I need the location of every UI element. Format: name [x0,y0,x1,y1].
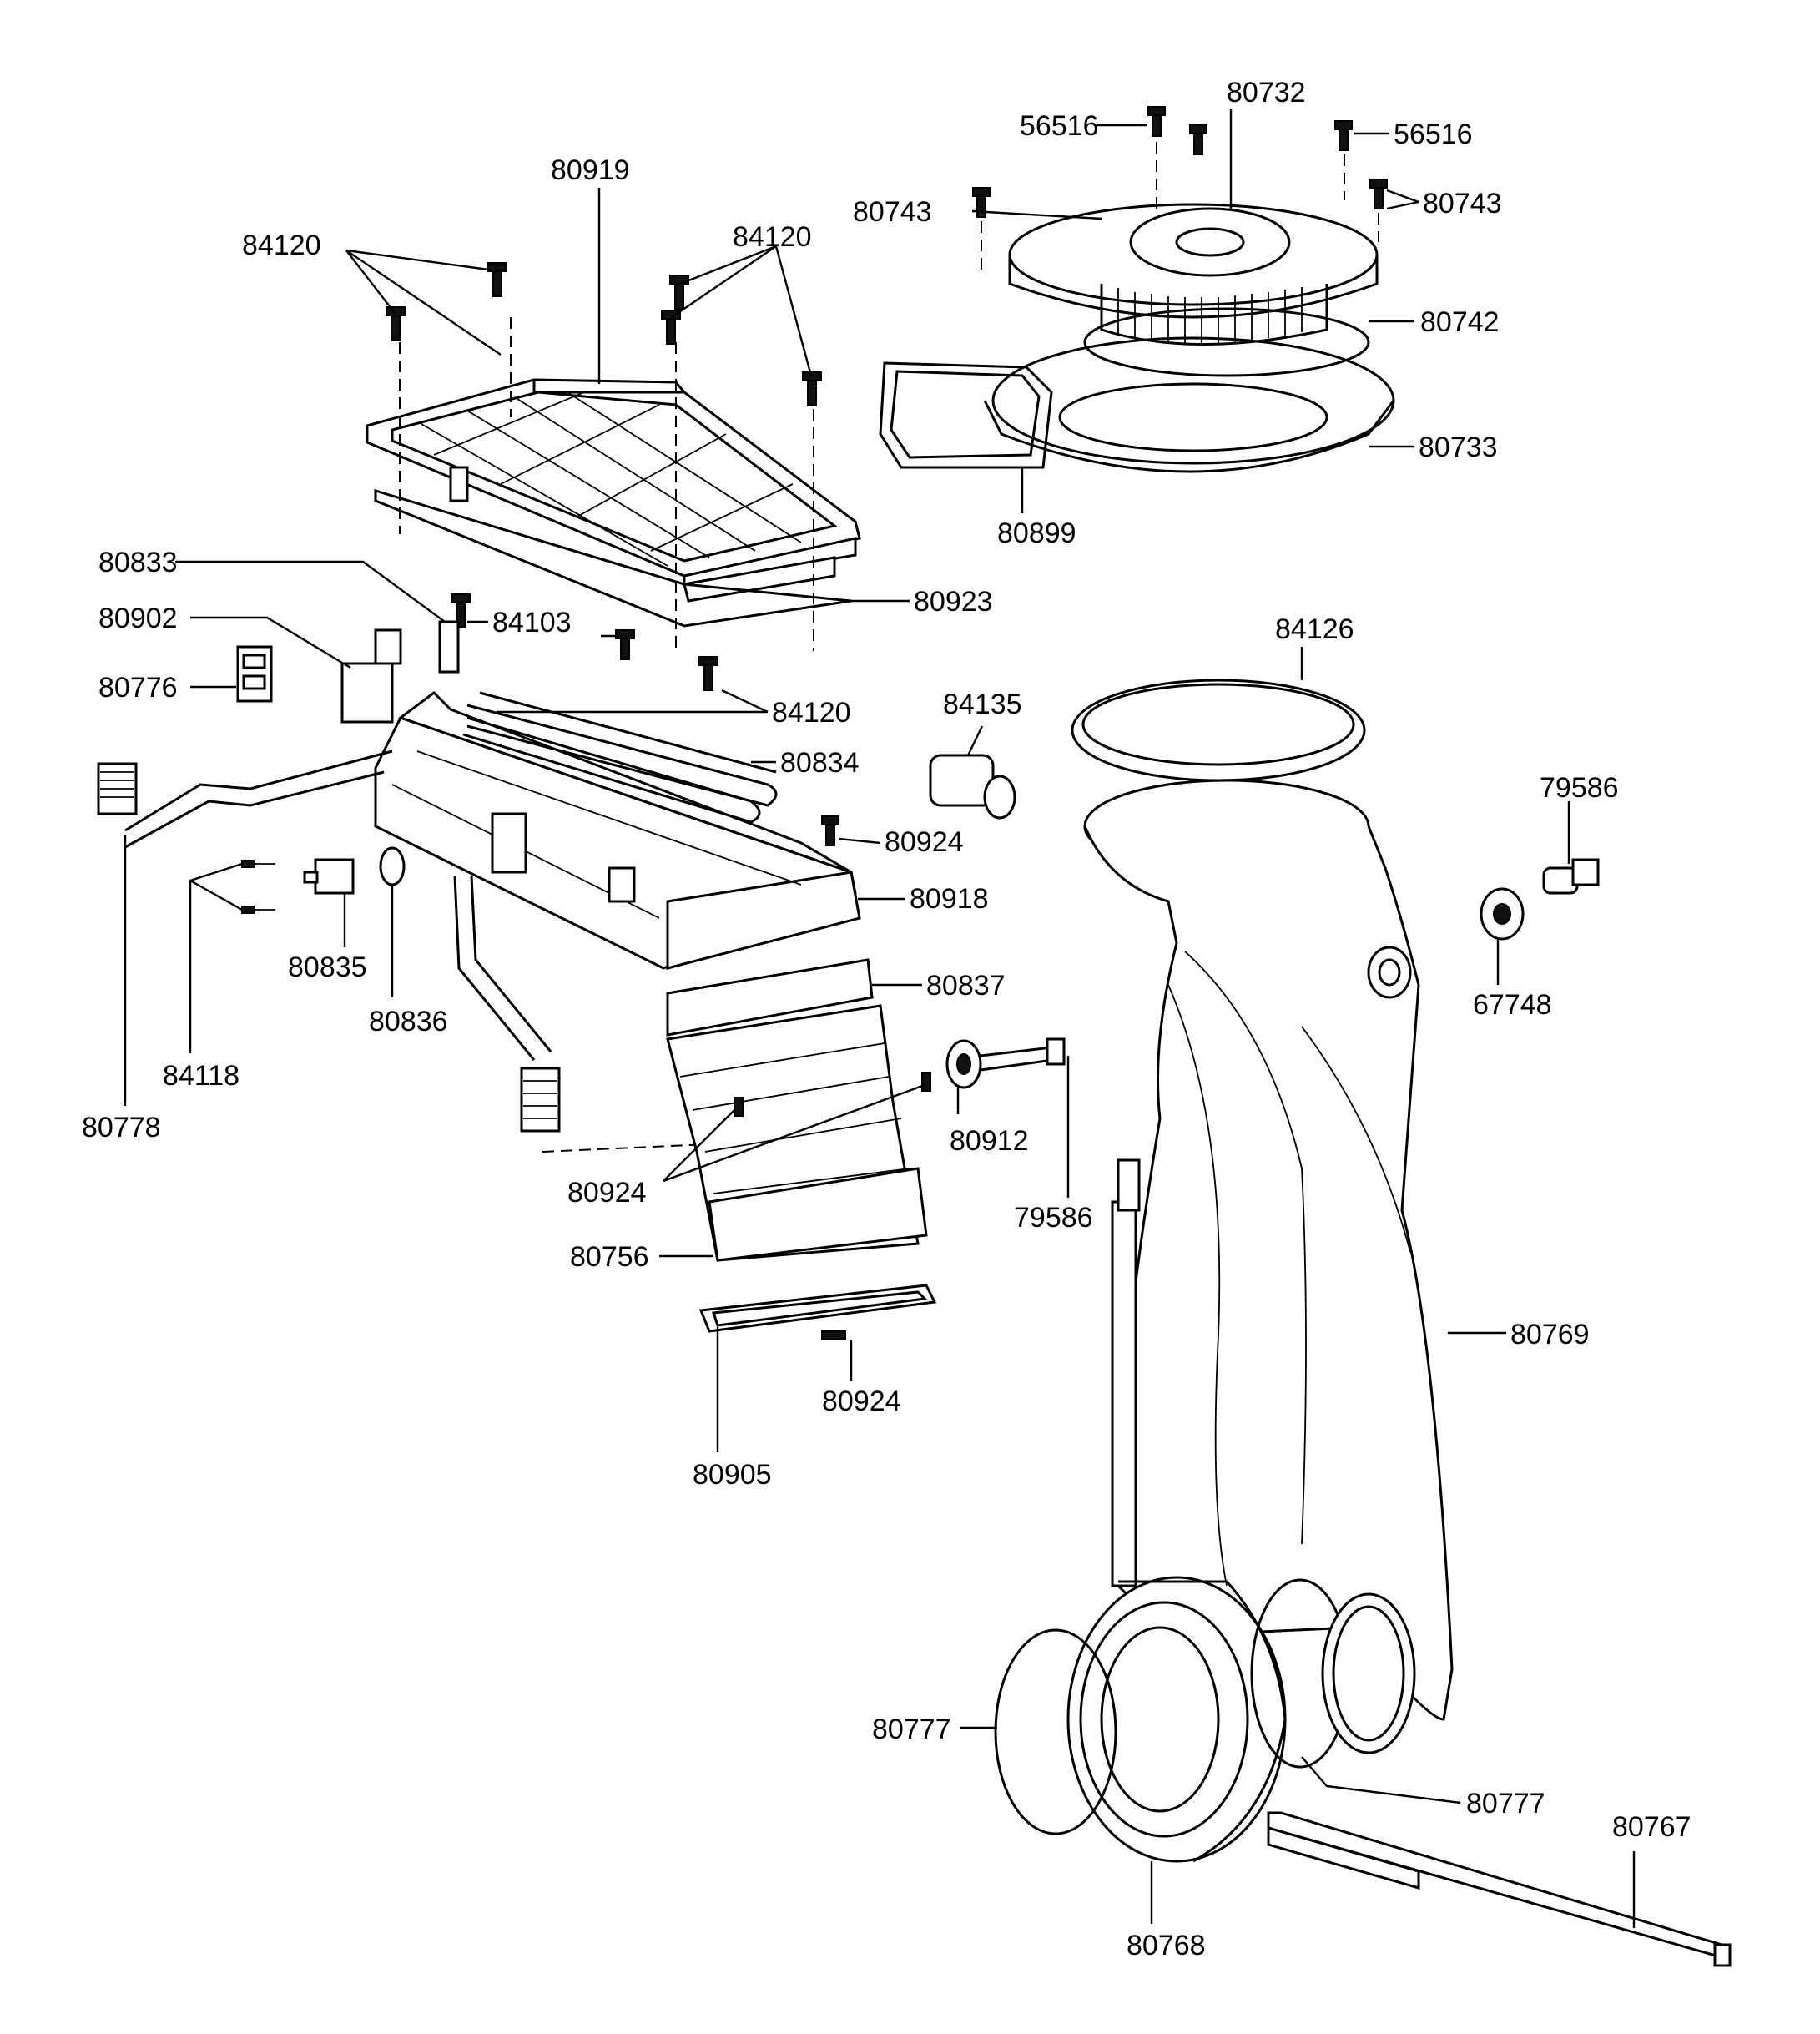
filter-housing-part-80919 [366,378,861,603]
label-80778: 80778 [82,1112,161,1143]
label-84135: 84135 [943,689,1022,720]
duct-part-80769 [1083,779,1454,1721]
port-part [1367,946,1412,999]
fan-housing-part-80733 [983,336,1395,473]
fan-wheel-part-80742 [1083,284,1370,377]
screw-icon [241,860,275,914]
label-80733: 80733 [1419,432,1498,463]
label-84118: 84118 [163,1060,239,1092]
label-80776: 80776 [98,672,178,704]
label-67748: 67748 [1473,989,1552,1021]
oring-part-80836 [379,846,406,886]
seal-ring-part-84126 [1071,679,1366,782]
rail-part-80767 [1267,1811,1732,1967]
label-80912: 80912 [950,1125,1029,1157]
label-80924: 80924 [885,826,964,858]
bracket-part-80776 [236,645,273,703]
drain-hose-part [453,876,561,1133]
label-80918: 80918 [910,883,989,915]
outlet-part [1321,1592,1416,1754]
duct-part-80756 [666,1004,928,1262]
screw-icon [734,1072,931,1340]
gasket-part-80923 [374,488,852,628]
label-80777: 80777 [872,1714,951,1745]
label-56516: 56516 [1020,110,1099,142]
label-80777: 80777 [1466,1788,1545,1819]
sensor-part-80835 [303,858,355,895]
coil-part-80834 [462,691,778,824]
label-80834: 80834 [780,747,860,779]
hose-part-80902 [340,628,402,724]
label-80919: 80919 [551,154,630,186]
label-80732: 80732 [1227,77,1306,109]
bushing-part-67748 [1480,887,1525,941]
label-84103: 84103 [492,607,572,638]
part-labels: 80919 84120 84120 80833 80902 80776 8410… [82,77,1691,1961]
label-80756: 80756 [570,1241,649,1273]
screw-icon [386,262,839,846]
label-80743: 80743 [1423,188,1502,220]
label-84120: 84120 [733,221,812,253]
label-80923: 80923 [914,586,993,618]
label-80835: 80835 [288,951,367,983]
label-80768: 80768 [1127,1930,1206,1961]
label-79586: 79586 [1540,772,1619,804]
label-80902: 80902 [98,603,178,634]
leader-lines [124,109,1636,1928]
pump-housing-part-80768 [1066,1576,1287,1863]
label-80769: 80769 [1510,1319,1590,1350]
label-79586: 79586 [1014,1202,1093,1234]
label-56516: 56516 [1394,119,1473,150]
gasket-part-80837 [666,958,874,1037]
pipe-part-80833 [438,620,460,674]
label-80833: 80833 [98,547,178,578]
label-80905: 80905 [693,1459,772,1491]
condenser-housing-part-80918 [374,691,861,970]
label-80743: 80743 [853,196,932,228]
fan-gasket-part-80899 [879,361,1053,469]
sensor-part-79586 [1542,858,1600,895]
label-80836: 80836 [369,1006,448,1037]
frame-part-80905 [698,1284,937,1333]
label-84120: 84120 [772,697,851,729]
label-80742: 80742 [1420,306,1500,338]
label-80924: 80924 [567,1177,647,1209]
sensor-part-80912 [945,1037,1066,1089]
sensor-part-84135 [929,754,1016,820]
label-80767: 80767 [1612,1811,1691,1843]
label-84126: 84126 [1275,613,1354,645]
screw-icon [972,106,1388,218]
label-80899: 80899 [997,517,1076,549]
label-84120: 84120 [242,230,321,261]
label-80924: 80924 [822,1385,901,1417]
label-80837: 80837 [926,970,1006,1002]
fan-cover-part-80732 [1008,203,1379,319]
drain-pipe-part-80778 [97,750,393,849]
